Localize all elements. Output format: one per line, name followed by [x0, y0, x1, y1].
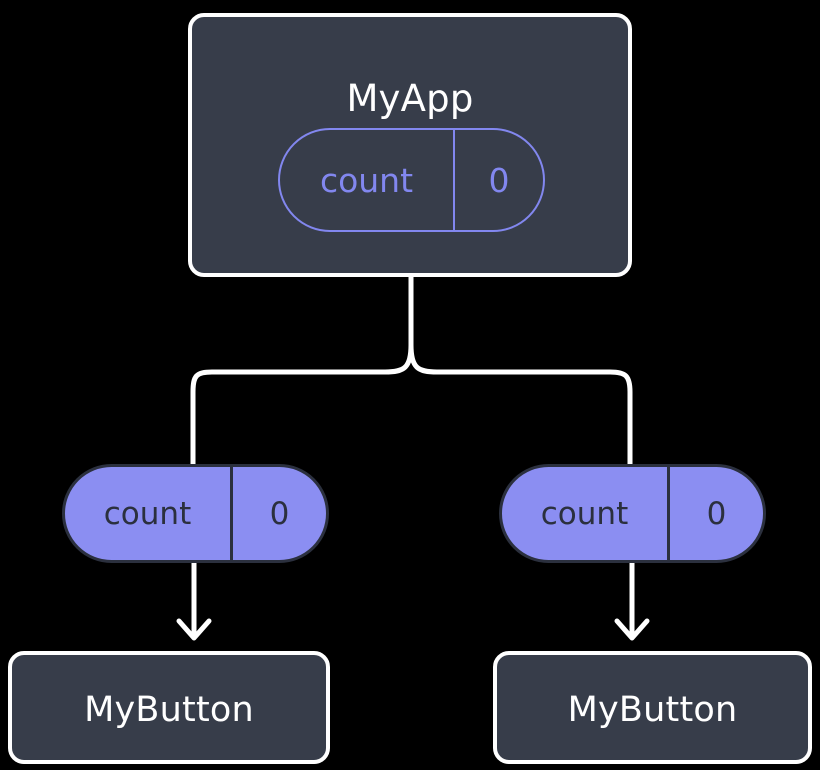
- prop-pill-left-key: count: [65, 467, 233, 560]
- tree-branch-connector: [190, 274, 633, 473]
- prop-pill-right[interactable]: count 0: [499, 464, 766, 563]
- arrow-right-head: [614, 618, 650, 641]
- prop-arrow-left: [176, 560, 212, 641]
- prop-pill-left[interactable]: count 0: [62, 464, 329, 563]
- branch-arm-right: [408, 342, 633, 473]
- state-pill-root-value: 0: [488, 160, 510, 200]
- component-label-mybutton-left: MyButton: [84, 690, 254, 730]
- state-pill-root-key: count: [280, 130, 455, 230]
- prop-pill-right-value: 0: [706, 495, 727, 532]
- component-node-mybutton-right[interactable]: MyButton: [493, 651, 812, 764]
- component-label-mybutton-right: MyButton: [567, 690, 738, 730]
- arrow-left-head: [176, 618, 212, 641]
- prop-arrow-right: [614, 560, 650, 641]
- prop-pill-left-value: 0: [269, 495, 290, 532]
- component-node-mybutton-left[interactable]: MyButton: [8, 651, 330, 764]
- state-pill-root[interactable]: count 0: [278, 128, 545, 232]
- prop-pill-right-key: count: [502, 467, 670, 560]
- component-label-myapp: MyApp: [346, 77, 474, 120]
- branch-arm-left: [190, 342, 414, 473]
